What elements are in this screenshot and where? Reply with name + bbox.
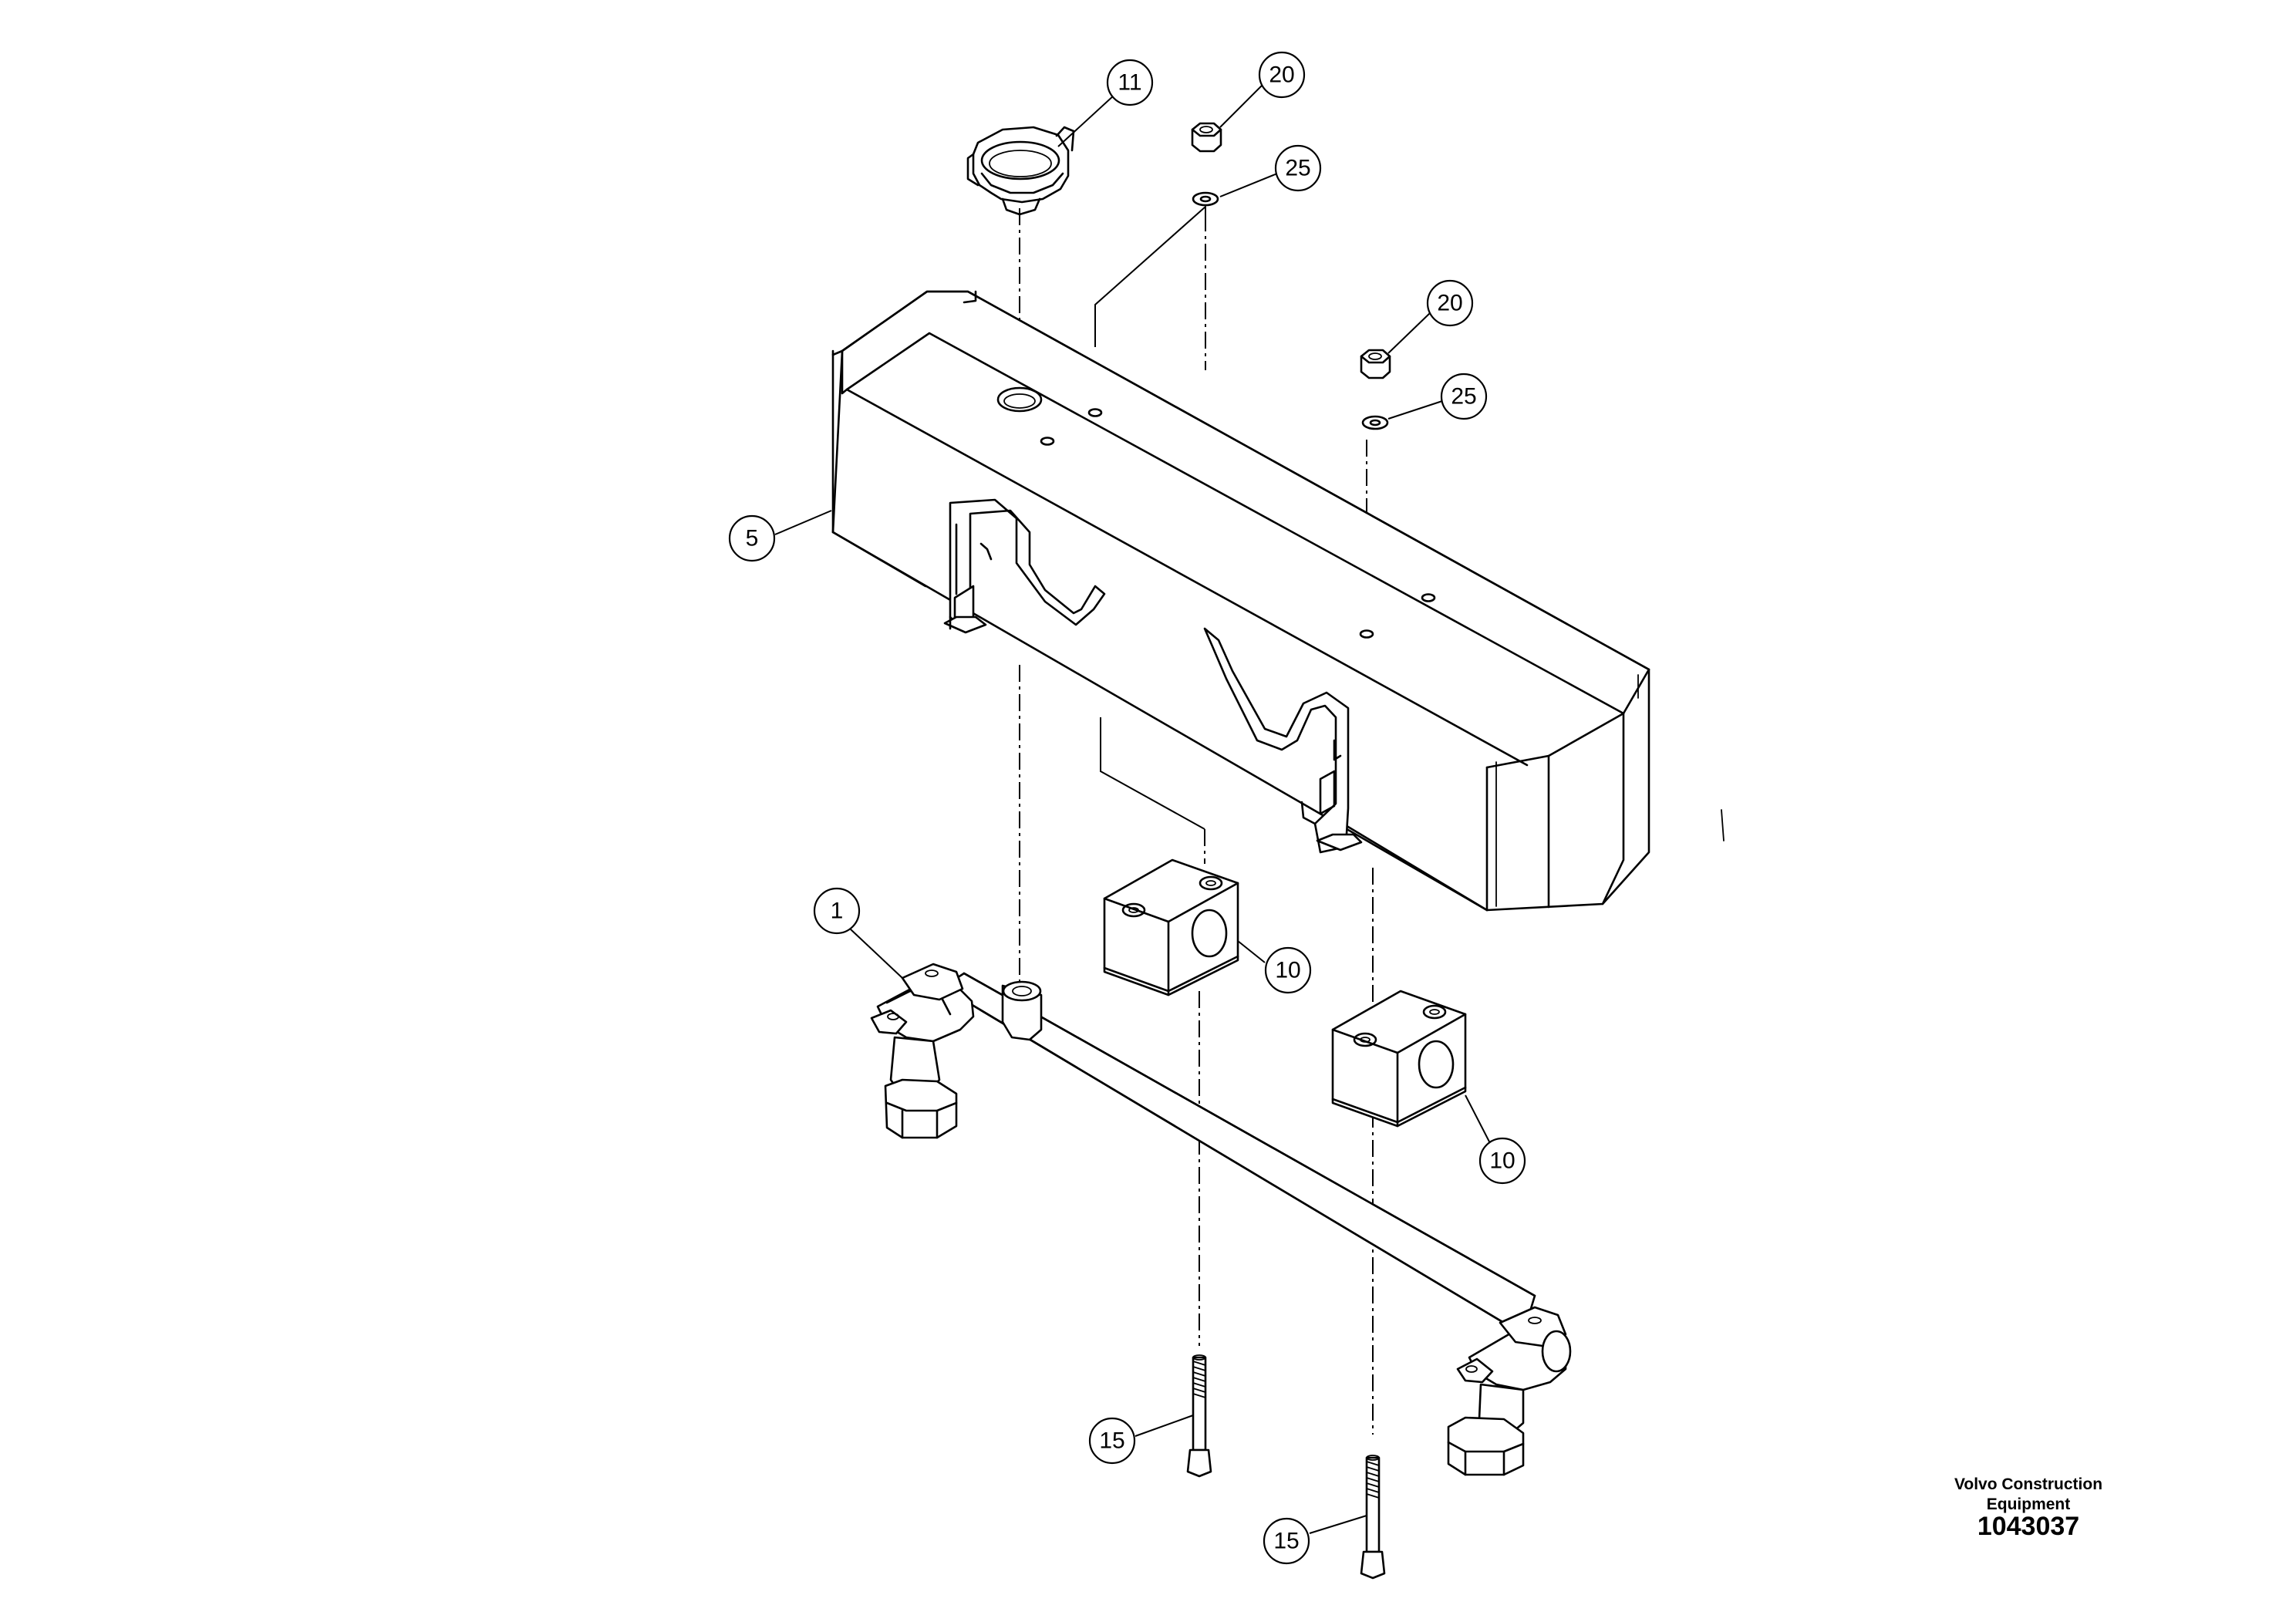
callout-15-left-label: 15	[1099, 1428, 1124, 1454]
fuel-tank	[831, 290, 1725, 912]
offset-guide-lines	[1094, 204, 1206, 830]
callout-25-lower: 25	[1440, 373, 1488, 420]
callout-10-upper-label: 10	[1275, 958, 1300, 983]
callout-10-lower: 10	[1478, 1137, 1526, 1185]
callout-15-left: 15	[1088, 1417, 1136, 1465]
callout-20-upper: 20	[1258, 51, 1306, 99]
callout-20-upper-label: 20	[1269, 62, 1294, 88]
callout-20-lower-label: 20	[1437, 291, 1462, 316]
bolt-15-left	[1186, 1354, 1212, 1478]
callout-5-label: 5	[746, 526, 759, 551]
hex-nut-20-left	[1191, 122, 1222, 153]
callout-25-upper: 25	[1274, 144, 1322, 192]
callout-1: 1	[813, 887, 861, 935]
brand-line-1: Volvo Construction	[1954, 1475, 2103, 1493]
callout-5: 5	[728, 514, 776, 562]
washer-25-right	[1361, 415, 1389, 430]
brand-line-2: Equipment	[1986, 1496, 2071, 1513]
bolt-15-right	[1360, 1455, 1386, 1580]
document-number: 1043037	[1977, 1512, 2080, 1541]
callout-11-label: 11	[1118, 70, 1141, 96]
callout-10-lower-label: 10	[1489, 1148, 1515, 1174]
callout-20-lower: 20	[1426, 279, 1474, 327]
hex-nut-20-right	[1360, 349, 1391, 379]
callout-11: 11	[1106, 59, 1154, 106]
mounting-tube	[870, 963, 1572, 1476]
brand-caption: Volvo Construction Equipment	[1897, 1475, 2159, 1515]
filler-cap	[966, 126, 1075, 216]
callout-25-lower-label: 25	[1451, 384, 1476, 410]
callout-15-right-label: 15	[1273, 1529, 1299, 1554]
clamp-block-10-lower	[1331, 990, 1467, 1128]
callout-1-label: 1	[831, 899, 844, 924]
leader-lines	[774, 84, 1493, 1534]
clamp-block-10-upper	[1103, 858, 1239, 996]
washer-25-left	[1192, 191, 1219, 207]
callout-10-upper: 10	[1264, 946, 1312, 994]
callout-15-right: 15	[1263, 1517, 1310, 1565]
callout-25-upper-label: 25	[1285, 156, 1310, 181]
